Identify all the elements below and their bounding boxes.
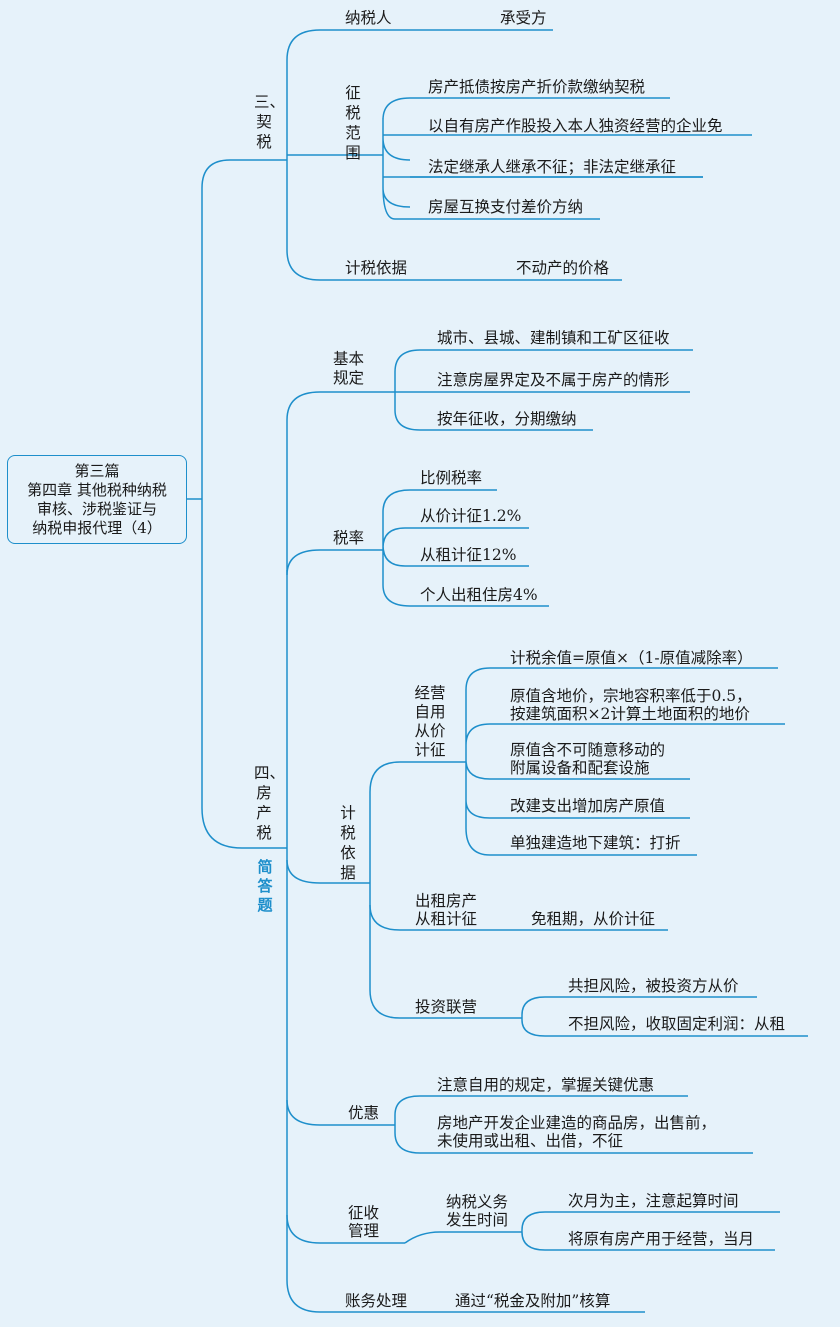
collection-item-2: 将原有房产用于经营，当月 xyxy=(568,1230,755,1248)
root-node: 第三篇 第四章 其他税种纳税 审核、涉税鉴证与 纳税申报代理（4） xyxy=(7,455,187,544)
taxpayer-label: 纳税人 xyxy=(345,9,392,27)
taxpayer-value: 承受方 xyxy=(500,9,547,27)
collection-sub-line-1: 纳税义务 xyxy=(446,1193,509,1211)
branch-basis xyxy=(286,859,370,884)
joint-branches xyxy=(521,996,808,1037)
self-use-item-3-line-2: 附属设备和配套设施 xyxy=(510,759,650,777)
self-use-item-5: 单独建造地下建筑：打折 xyxy=(510,834,681,852)
self-use-item-4: 改建支出增加房产原值 xyxy=(510,797,666,815)
joint-item-1: 共担风险，被投资方从价 xyxy=(568,977,739,995)
deed-scope-item-1: 房产抵债按房产折价款缴纳契税 xyxy=(428,78,646,96)
rate-item-2: 从价计征1.2% xyxy=(420,507,522,525)
accounting-value: 通过“税金及附加”核算 xyxy=(455,1292,611,1310)
deed-basis-value: 不动产的价格 xyxy=(516,259,610,277)
property-basis-label: 计税依据 xyxy=(340,804,356,882)
preferential-label: 优惠 xyxy=(348,1104,380,1122)
self-use-label: 经营自用从价计征 xyxy=(414,684,446,759)
root-line-2: 第四章 其他税种纳税 xyxy=(27,480,167,499)
preferential-item-2-line-1: 房地产开发企业建造的商品房，出售前， xyxy=(437,1114,717,1132)
collection-label-line-1: 征收 xyxy=(348,1204,380,1222)
collection-sub-branches xyxy=(521,1211,780,1251)
root-line-4: 纳税申报代理（4） xyxy=(32,518,162,537)
deed-scope-item-3: 法定继承人继承不征；非法定继承征 xyxy=(428,158,677,176)
branch-collection xyxy=(286,1214,405,1244)
property-tax-title: 四、房产税 xyxy=(254,764,286,842)
preferential-item-2-line-2: 未使用或出租、出借，不征 xyxy=(437,1132,624,1150)
deed-tax-title: 三、契税 xyxy=(254,93,286,151)
deed-basis-label: 计税依据 xyxy=(345,259,408,277)
rental-label-line-1: 出租房产 xyxy=(415,892,478,910)
self-use-item-2-line-2: 按建筑面积×2计算土地面积的地价 xyxy=(510,705,750,723)
trunk-property-tax xyxy=(286,391,321,1313)
basic-rules-label: 基本规定 xyxy=(333,350,365,387)
rate-item-3: 从租计征12% xyxy=(420,546,517,564)
joint-label: 投资联营 xyxy=(415,998,478,1016)
collection-to-sub xyxy=(404,1231,522,1244)
basic-item-1: 城市、县城、建制镇和工矿区征收 xyxy=(437,329,670,347)
root-line-1: 第三篇 xyxy=(74,461,120,480)
deed-scope-label: 征税范围 xyxy=(345,84,361,162)
rental-label-line-2: 从租计征 xyxy=(415,910,478,928)
self-use-item-2-line-1: 原值含地价，宗地容积率低于0.5， xyxy=(510,687,752,705)
rate-item-1: 比例税率 xyxy=(420,469,483,487)
rate-label: 税率 xyxy=(333,529,365,547)
preferential-branches xyxy=(394,1095,753,1154)
rate-branches xyxy=(382,489,549,607)
self-use-item-3-line-1: 原值含不可随意移动的 xyxy=(510,741,666,759)
branch-rental xyxy=(369,904,668,931)
collection-item-1: 次月为主，注意起算时间 xyxy=(568,1192,739,1210)
preferential-item-1: 注意自用的规定，掌握关键优惠 xyxy=(437,1076,655,1094)
trunk-main xyxy=(201,159,287,849)
basis-trunk xyxy=(369,761,401,1019)
root-line-3: 审核、涉税鉴证与 xyxy=(36,499,157,518)
joint-item-2: 不担风险，收取固定利润：从租 xyxy=(568,1015,786,1033)
deed-scope-item-2: 以自有房产作股投入本人独资经营的企业免 xyxy=(428,117,723,135)
rental-value: 免租期，从价计征 xyxy=(531,910,656,928)
rate-item-4: 个人出租住房4% xyxy=(420,586,538,604)
basic-item-2: 注意房屋界定及不属于房产的情形 xyxy=(437,371,670,389)
basic-item-3: 按年征收，分期缴纳 xyxy=(437,410,577,428)
accounting-label: 账务处理 xyxy=(345,1292,408,1310)
self-use-branches xyxy=(465,667,785,856)
question-type-tag: 简答题 xyxy=(257,858,273,914)
deed-scope-item-4: 房屋互换支付差价方纳 xyxy=(428,198,584,216)
basic-branches xyxy=(394,349,693,431)
self-use-item-1: 计税余值=原值×（1-原值减除率） xyxy=(510,649,753,667)
branch-rate xyxy=(286,549,383,576)
collection-label-line-2: 管理 xyxy=(348,1222,380,1240)
collection-sub-line-2: 发生时间 xyxy=(446,1211,509,1229)
branch-preferential xyxy=(286,1099,395,1126)
